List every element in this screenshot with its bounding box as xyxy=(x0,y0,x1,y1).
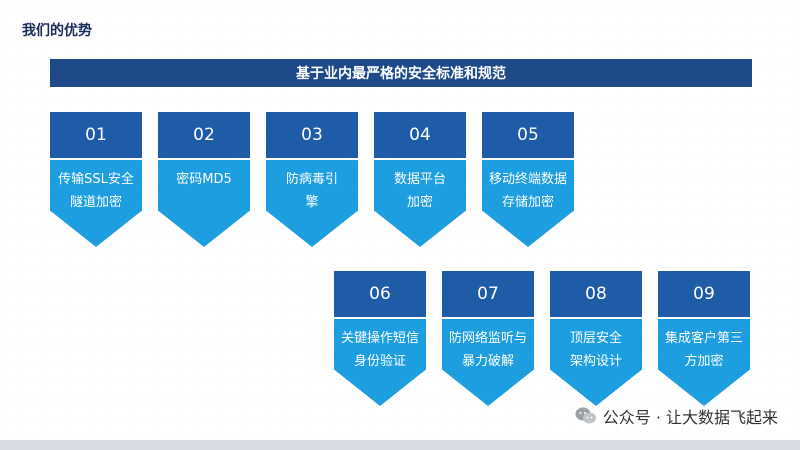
advantage-card-09: 09 集成客户第三方加密 xyxy=(658,271,750,406)
card-text: 移动终端数据存储加密 xyxy=(488,172,567,210)
card-number: 02 xyxy=(158,112,250,158)
card-number: 08 xyxy=(550,271,642,317)
card-number: 03 xyxy=(266,112,358,158)
card-text: 顶层安全架构设计 xyxy=(569,331,622,369)
card-number: 04 xyxy=(374,112,466,158)
advantage-card-07: 07 防网络监听与暴力破解 xyxy=(442,271,534,406)
card-number: 07 xyxy=(442,271,534,317)
advantage-card-03: 03 防病毒引擎 xyxy=(266,112,358,247)
advantage-card-04: 04 数据平台加密 xyxy=(374,112,466,247)
advantage-card-05: 05 移动终端数据存储加密 xyxy=(482,112,574,247)
card-text: 传输SSL安全隧道加密 xyxy=(58,172,134,210)
card-text: 防网络监听与暴力破解 xyxy=(448,331,527,369)
banner: 基于业内最严格的安全标准和规范 xyxy=(50,59,752,87)
card-text: 集成客户第三方加密 xyxy=(664,331,743,369)
card-text: 防病毒引擎 xyxy=(286,172,339,210)
watermark-text: 公众号 · 让大数据飞起来 xyxy=(602,408,778,427)
card-number: 06 xyxy=(334,271,426,317)
card-number: 05 xyxy=(482,112,574,158)
advantage-card-08: 08 顶层安全架构设计 xyxy=(550,271,642,406)
card-number: 09 xyxy=(658,271,750,317)
card-text: 数据平台加密 xyxy=(393,172,446,210)
advantage-card-02: 02 密码MD5 xyxy=(158,112,250,247)
footer-bar xyxy=(0,440,800,450)
card-text: 密码MD5 xyxy=(176,172,232,187)
page-title: 我们的优势 xyxy=(22,23,92,39)
watermark: 公众号 · 让大数据飞起来 xyxy=(575,404,778,428)
wechat-icon xyxy=(575,406,597,426)
card-text: 关键操作短信身份验证 xyxy=(340,331,419,369)
card-number: 01 xyxy=(50,112,142,158)
advantage-card-06: 06 关键操作短信身份验证 xyxy=(334,271,426,406)
advantage-card-01: 01 传输SSL安全隧道加密 xyxy=(50,112,142,247)
